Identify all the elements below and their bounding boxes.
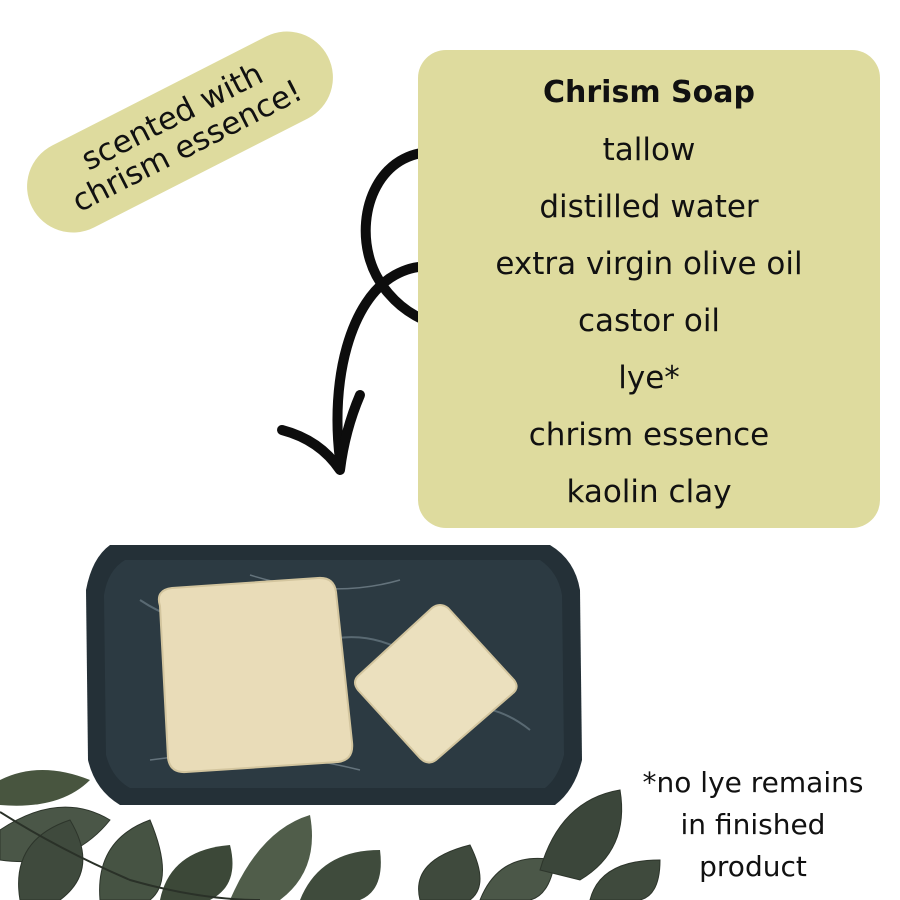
eucalyptus-leaves-front	[0, 770, 381, 900]
ingredient-item: kaolin clay	[566, 474, 732, 510]
footnote-line-1: *no lye remains	[642, 766, 864, 799]
footnote-line-3: product	[699, 850, 807, 883]
soap-bar-large	[157, 576, 354, 774]
lye-footnote: *no lye remains in finished product	[622, 762, 884, 888]
footnote-line-2: in finished	[680, 808, 826, 841]
ingredient-item: extra virgin olive oil	[495, 246, 803, 282]
ingredients-card: Chrism Soap tallow distilled water extra…	[418, 50, 880, 528]
ingredient-item: chrism essence	[528, 417, 770, 453]
ingredient-item: distilled water	[539, 189, 759, 225]
eucalyptus-leaves	[0, 789, 661, 900]
card-title: Chrism Soap	[543, 75, 755, 110]
ingredient-item: lye*	[618, 360, 680, 396]
ingredient-item: tallow	[602, 132, 696, 168]
ingredient-item: castor oil	[577, 303, 721, 339]
soap-bar-small	[354, 604, 518, 764]
